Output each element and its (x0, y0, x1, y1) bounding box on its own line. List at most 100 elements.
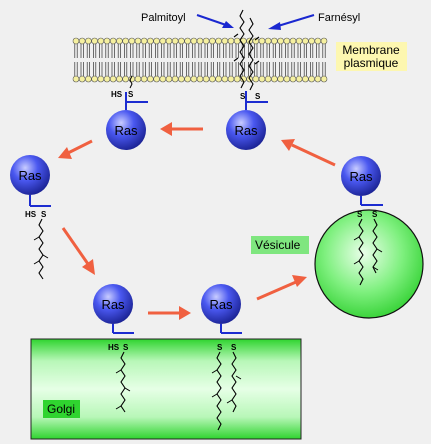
s-label-7: S (372, 210, 378, 219)
lipid-head (140, 37, 148, 45)
vesicle-label-highlight (251, 236, 309, 254)
golgi-label: Golgi (47, 402, 75, 416)
lipid-head (184, 37, 191, 45)
vesicle: Vésicule Ras S S (251, 156, 424, 319)
lipid-head (134, 75, 142, 83)
ras-depalmitoylated-circle (106, 110, 146, 150)
ras-cytosolic-label: Ras (18, 168, 42, 183)
lipid-head (190, 37, 198, 45)
lipid-head (134, 37, 142, 45)
lipid-head (122, 37, 129, 45)
s-label-4: S (217, 343, 223, 352)
hs-label-3: HS (108, 343, 120, 352)
lipid-head (97, 37, 105, 45)
s-label-5: S (231, 343, 237, 352)
lipid-head (165, 75, 173, 83)
lipid-head (72, 75, 80, 83)
lipid-head (271, 75, 278, 83)
lipid-head (128, 37, 136, 45)
palmitoyl-pointer-arrow (196, 14, 234, 28)
lipid-head (283, 37, 291, 45)
lipid-head (277, 75, 284, 83)
ras-golgi-2-circle (201, 284, 241, 324)
lipid-head (289, 37, 297, 45)
cycle-arrow-golgi-to-vesicle (256, 275, 307, 301)
lipid-head (178, 37, 185, 45)
membrane-s-label-2: S (255, 92, 261, 101)
farnesyl-pointer-arrow (268, 14, 315, 30)
lipid-head (122, 75, 129, 83)
ras-vesicle-label: Ras (349, 169, 373, 184)
ras-membrane-circle (226, 110, 266, 150)
lipid-head (103, 75, 111, 83)
ras-depalmitoylated: HS S Ras (106, 75, 148, 150)
lipid-head (295, 37, 303, 45)
s-label-1: S (128, 90, 134, 99)
ras-golgi-farnesylated: Ras HS S (93, 284, 134, 413)
cycle-arrow-membrane-to-depalm (160, 122, 203, 136)
ras-golgi-palmitoylated: Ras S S (201, 284, 242, 431)
hs-label-2: HS (25, 210, 37, 219)
lipid-head (227, 75, 235, 83)
lipid-head (78, 37, 86, 45)
lipid-head (171, 37, 179, 45)
lipid-head (159, 75, 167, 83)
lipid-head (97, 75, 105, 83)
lipid-head (159, 37, 167, 45)
lipid-head (314, 37, 322, 45)
lipid-head (178, 75, 185, 83)
golgi-compartment: Golgi (30, 338, 302, 440)
ras-membrane-label: Ras (234, 123, 258, 138)
cycle-arrow-golgi-to-palm (148, 306, 191, 320)
ras-membrane: S S Ras (226, 91, 268, 150)
ras-golgi-1-circle (93, 284, 133, 324)
lipid-head (165, 37, 173, 45)
lipid-head (153, 37, 160, 45)
hs-label-1: HS (111, 90, 123, 99)
cycle-arrow-cytosol-to-golgi (61, 227, 95, 275)
membrane-s-label-1: S (240, 92, 246, 101)
lipid-head (116, 75, 123, 83)
lipid-head (252, 75, 260, 83)
lipid-head (308, 37, 315, 45)
lipid-head (202, 75, 210, 83)
lipid-head (184, 75, 191, 83)
lipid-head (233, 37, 241, 45)
ras-vesicle-circle (341, 156, 381, 196)
membrane-label-highlight (336, 42, 407, 71)
golgi-label-highlight (43, 400, 80, 418)
lipid-head (196, 75, 204, 83)
lipid-head (109, 75, 117, 83)
lipid-head (264, 75, 272, 83)
lipid-head (221, 37, 229, 45)
lipid-head (295, 75, 303, 83)
lipid-head (140, 75, 148, 83)
lipid-head (196, 37, 204, 45)
lipid-head (109, 37, 117, 45)
vesicle-circle (314, 209, 424, 319)
s-label-3: S (123, 343, 129, 352)
lipid-head (289, 75, 297, 83)
lipid-head (283, 75, 291, 83)
lipid-head (277, 37, 284, 45)
membrane-lipid-anchors (233, 9, 260, 91)
lipid-head (320, 75, 328, 83)
lipid-head (78, 75, 86, 83)
lipid-head (171, 75, 179, 83)
lipid-head (72, 37, 80, 45)
lipid-head (302, 37, 309, 45)
lipid-head (258, 75, 266, 83)
lipid-head (147, 75, 154, 83)
lipid-head (147, 37, 154, 45)
lipid-head (233, 75, 241, 83)
lipid-head (85, 37, 92, 45)
plasma-membrane (72, 37, 328, 83)
lipid-head (91, 75, 98, 83)
lipid-head (85, 75, 92, 83)
lipid-head (264, 37, 272, 45)
lipid-head (302, 75, 309, 83)
lipid-head (258, 37, 266, 45)
lipid-head (314, 75, 322, 83)
